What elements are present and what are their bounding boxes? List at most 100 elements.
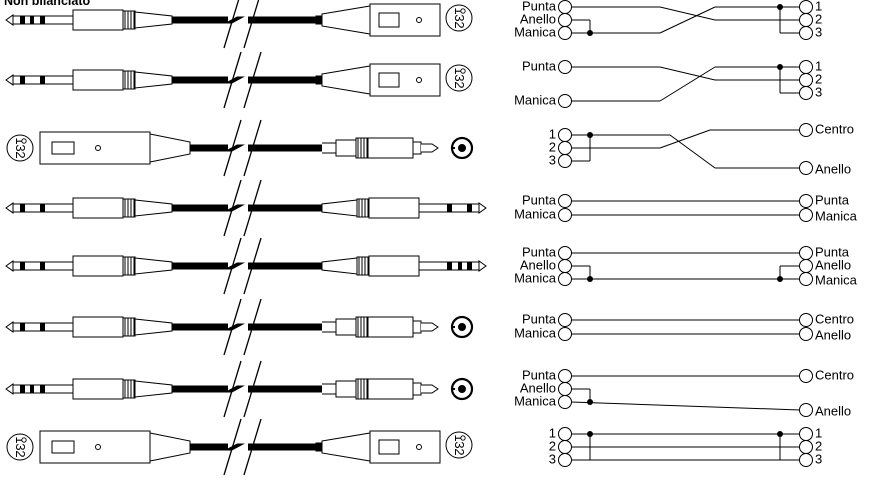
left-connector-ts [5, 69, 173, 91]
pin-label: Punta [522, 367, 557, 382]
pin-label: 3 [549, 152, 556, 167]
pin-label: 1 [815, 425, 822, 440]
xlr-pin-number: 1 [13, 436, 28, 443]
right-connector-ts [321, 197, 487, 219]
cable [190, 418, 322, 476]
left-connector-xlr-f: 132 [6, 131, 191, 165]
pin-label: Manica [514, 92, 557, 107]
cable [172, 237, 322, 295]
pin-label: Punta [815, 192, 850, 207]
right-connector-rca [322, 315, 474, 339]
xlr-pin-number: 3 [452, 441, 467, 448]
pin-label: Punta [522, 192, 557, 207]
pin-label: 2 [549, 438, 556, 453]
pin-label: 3 [815, 451, 822, 466]
left-connector-trs [5, 378, 173, 400]
xlr-face-pins: 132 [452, 7, 467, 28]
junction-dot [777, 276, 783, 282]
cable [172, 0, 322, 49]
pin-label: 1 [815, 0, 822, 13]
pin-label: 1 [815, 58, 822, 73]
xlr-pin-number: 2 [13, 450, 28, 457]
junction-dot [587, 30, 593, 36]
left-connector-ts [5, 197, 173, 219]
right-connector-xlr-m: 132 [315, 3, 473, 37]
xlr-pin-number: 1 [452, 7, 467, 14]
pin-label: 2 [549, 139, 556, 154]
right-connector-rca [322, 136, 474, 160]
pin-label: Manica [815, 272, 858, 287]
cable-body [190, 144, 322, 152]
cable [172, 51, 322, 109]
xlr-face-pins: 132 [13, 137, 28, 158]
pin-label: Punta [522, 58, 557, 73]
pin-label: Manica [514, 24, 557, 39]
pin-label: 2 [815, 438, 822, 453]
cable [190, 119, 322, 177]
pin-label: Anello [815, 327, 851, 342]
pin-label: Anello [520, 11, 556, 26]
left-connector-ts [5, 316, 173, 338]
pin-label: Punta [522, 311, 557, 326]
pin-label: Centro [815, 367, 854, 382]
xlr-pin-number: 2 [452, 448, 467, 455]
right-connector-rca [322, 377, 474, 401]
xlr-pin-number: 2 [452, 81, 467, 88]
right-connector-xlr-m: 132 [315, 430, 473, 464]
cable-body [190, 443, 322, 451]
pin-label: Punta [522, 0, 557, 13]
cable [172, 360, 322, 418]
pin-label: 1 [549, 425, 556, 440]
cable [172, 179, 322, 237]
right-connector-xlr-m: 132 [315, 63, 473, 97]
pin-label: Manica [514, 270, 557, 285]
xlr-pin-number: 3 [13, 144, 28, 151]
xlr-pin-number: 2 [452, 21, 467, 28]
pin-label: Anello [815, 403, 851, 418]
pin-label: Manica [514, 206, 557, 221]
pin-label: 3 [815, 84, 822, 99]
pin-label: Manica [514, 393, 557, 408]
junction-dot [587, 276, 593, 282]
xlr-pin-number: 3 [13, 443, 28, 450]
xlr-face-pins: 132 [452, 434, 467, 455]
pin-label: Anello [520, 257, 556, 272]
junction-dot [587, 399, 593, 405]
left-connector-xlr-f: 132 [6, 430, 191, 464]
right-connector-trs [321, 255, 487, 277]
diagram-title: Non bilanciato [4, 0, 91, 8]
pin-label: 2 [815, 11, 822, 26]
xlr-face-pins: 132 [452, 67, 467, 88]
pin-label: Centro [815, 121, 854, 136]
pin-label: Anello [815, 161, 851, 176]
pin-label: 2 [815, 71, 822, 86]
pin-label: Anello [520, 380, 556, 395]
xlr-pin-number: 1 [13, 137, 28, 144]
left-connector-ts [5, 255, 173, 277]
xlr-pin-number: 1 [452, 434, 467, 441]
xlr-pin-number: 1 [452, 67, 467, 74]
pin-label: 1 [549, 126, 556, 141]
xlr-face-pins: 132 [13, 436, 28, 457]
pin-label: Anello [815, 257, 851, 272]
pin-label: Punta [522, 244, 557, 259]
cable [172, 298, 322, 356]
xlr-pin-number: 2 [13, 151, 28, 158]
